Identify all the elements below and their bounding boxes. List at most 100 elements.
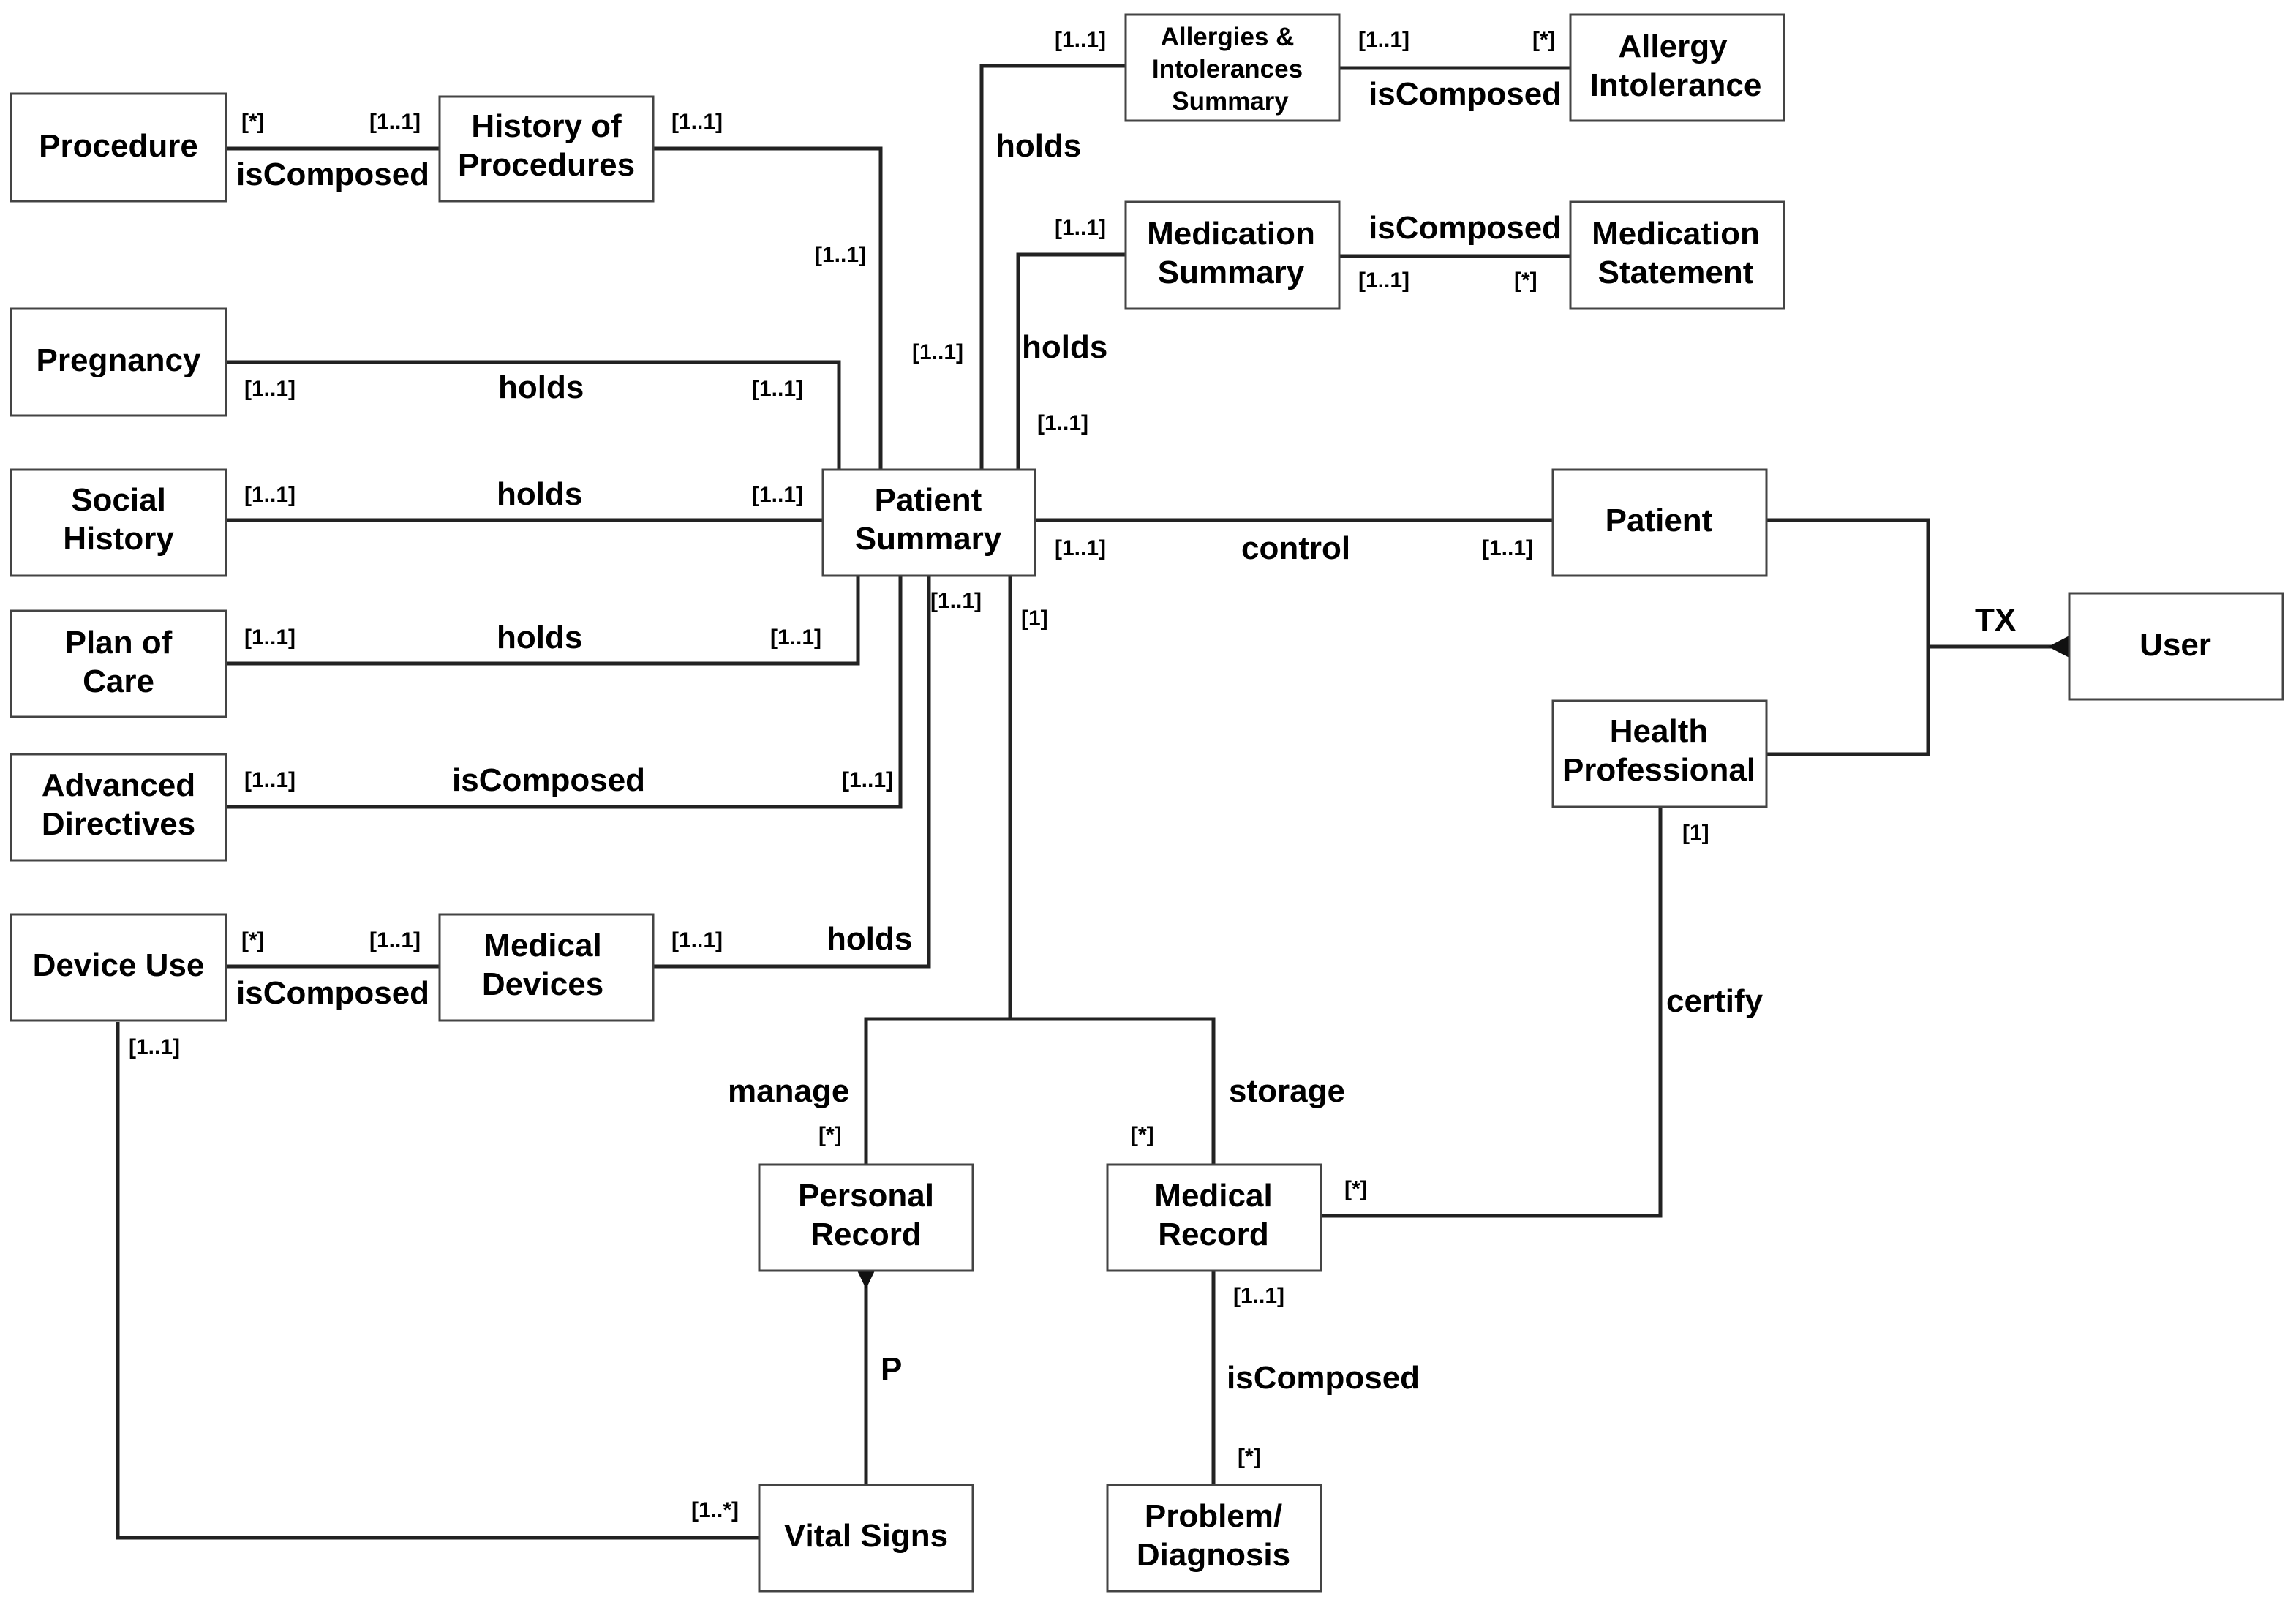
- entity-user[interactable]: User: [2068, 592, 2284, 701]
- multiplicity: [1..1]: [1055, 536, 1106, 560]
- multiplicity: [1..1]: [244, 625, 296, 650]
- entity-device-use[interactable]: Device Use: [10, 913, 227, 1022]
- multiplicity: [1..1]: [752, 377, 803, 401]
- multiplicity: [1..1]: [369, 110, 421, 134]
- multiplicity: [1]: [1021, 606, 1048, 631]
- svg-text:Pregnancy: Pregnancy: [37, 342, 202, 378]
- relation-label: isComposed: [1369, 76, 1562, 112]
- connector-device-vital: [116, 1022, 759, 1540]
- connector-allergies-summary: [979, 64, 1126, 470]
- entity-vital-signs[interactable]: Vital Signs: [758, 1484, 974, 1593]
- connector-patient-tx: [1766, 518, 1930, 756]
- relation-label: holds: [497, 476, 582, 512]
- multiplicity: [1..1]: [1358, 28, 1409, 52]
- relation-label: holds: [497, 620, 582, 655]
- relation-label: holds: [827, 921, 912, 957]
- relation-label: holds: [1022, 329, 1107, 365]
- multiplicity: [1..1]: [770, 625, 821, 650]
- multiplicities: [*] [1..1] [1..1] [1..1] [1..1] [1..1] […: [129, 28, 1709, 1522]
- multiplicity: [1..*]: [691, 1498, 739, 1522]
- connector-directives-summary: [226, 576, 903, 809]
- multiplicity: [1..1]: [1055, 216, 1106, 240]
- svg-text:Procedure: Procedure: [39, 128, 198, 164]
- multiplicity: [1..1]: [1055, 28, 1106, 52]
- relation-label: certify: [1666, 983, 1764, 1019]
- connector-records-branch: [864, 1017, 1216, 1165]
- multiplicity: [1..1]: [912, 340, 963, 364]
- multiplicity: [1..1]: [842, 768, 893, 792]
- relation-label: isComposed: [1227, 1360, 1420, 1396]
- connector-plan-summary: [226, 576, 860, 666]
- connector-devices-summary: [653, 576, 931, 969]
- multiplicity: [1..1]: [930, 589, 982, 613]
- entity-pregnancy[interactable]: Pregnancy: [10, 307, 227, 417]
- svg-text:User: User: [2139, 627, 2211, 663]
- connectors: [116, 64, 2069, 1540]
- multiplicity: [*]: [1131, 1123, 1154, 1147]
- multiplicity: [*]: [241, 110, 265, 134]
- multiplicity: [*]: [1344, 1177, 1368, 1201]
- relation-labels: isComposed holds holds holds isComposed …: [236, 76, 2016, 1396]
- relation-label: holds: [995, 128, 1081, 164]
- multiplicity: [*]: [1532, 28, 1556, 52]
- multiplicity: [1..1]: [129, 1035, 180, 1059]
- multiplicity: [1..1]: [815, 243, 866, 267]
- relation-label: storage: [1229, 1073, 1345, 1109]
- multiplicity: [1..1]: [1482, 536, 1533, 560]
- multiplicity: [1..1]: [244, 483, 296, 507]
- relation-label: control: [1241, 530, 1350, 566]
- arrowhead-icon: [857, 1271, 875, 1289]
- multiplicity: [1..1]: [244, 768, 296, 792]
- multiplicity: [1..1]: [1358, 268, 1409, 293]
- relation-label: P: [881, 1351, 902, 1387]
- multiplicity: [1..1]: [671, 928, 723, 952]
- relation-label: isComposed: [452, 762, 645, 798]
- multiplicity: [1..1]: [369, 928, 421, 952]
- relation-label: holds: [498, 369, 584, 405]
- multiplicity: [1..1]: [752, 483, 803, 507]
- entity-patient[interactable]: Patient: [1551, 468, 1768, 577]
- relation-label: isComposed: [1369, 210, 1562, 246]
- svg-text:Vital Signs: Vital Signs: [784, 1518, 948, 1554]
- entity-problem-diagnosis[interactable]: Problem/Diagnosis: [1106, 1484, 1322, 1593]
- relation-label: isComposed: [236, 975, 429, 1011]
- connector-medication-summary: [1016, 252, 1126, 470]
- multiplicity: [*]: [1514, 268, 1537, 293]
- connector-history-summary: [653, 146, 883, 470]
- multiplicity: [1..1]: [244, 377, 296, 401]
- multiplicity: [1]: [1682, 821, 1709, 845]
- entity-procedure[interactable]: Procedure: [10, 92, 227, 203]
- connector-certify: [1321, 807, 1663, 1218]
- multiplicity: [1..1]: [671, 110, 723, 134]
- multiplicity: [*]: [1238, 1445, 1261, 1469]
- relation-label: isComposed: [236, 157, 429, 192]
- multiplicity: [*]: [241, 928, 265, 952]
- relation-label: manage: [728, 1073, 849, 1109]
